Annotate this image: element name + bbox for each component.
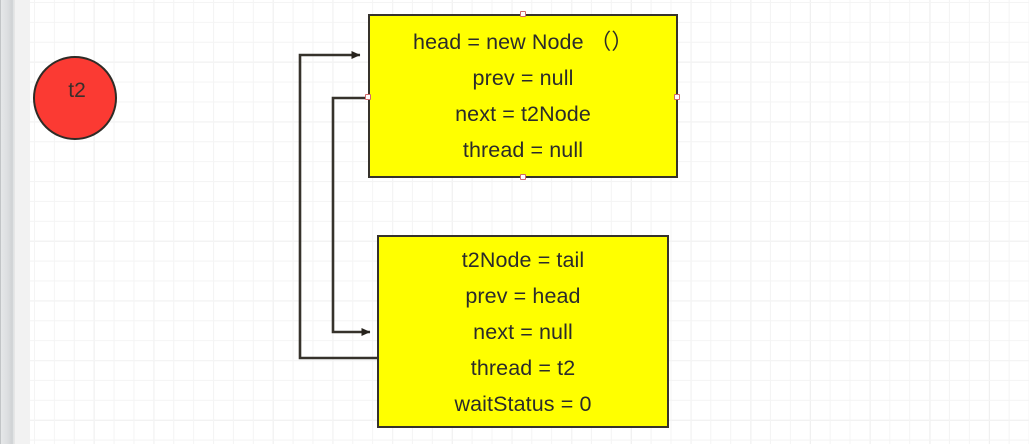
node-t2node-line-3: next = null: [473, 319, 573, 344]
node-head-line-1: head = new Node （）: [413, 30, 633, 54]
node-t2node-line-4: thread = t2: [470, 355, 576, 380]
node-head-handle-right[interactable]: [674, 94, 680, 100]
node-head-handle-bottom[interactable]: [520, 174, 526, 180]
vertical-ruler[interactable]: [0, 0, 14, 444]
node-head-line-3: next = t2Node: [455, 102, 591, 126]
ruler-edge-line: [0, 0, 1, 444]
left-gutter: [0, 0, 30, 444]
node-head-line-2: prev = null: [472, 66, 574, 90]
node-box-t2node[interactable]: t2Node = tail prev = head next = null th…: [377, 235, 669, 428]
node-head-handle-left[interactable]: [365, 94, 371, 100]
node-head-handle-top[interactable]: [520, 11, 526, 17]
node-t2node-line-1: t2Node = tail: [461, 247, 585, 272]
node-t2node-line-2: prev = head: [465, 283, 581, 308]
node-t2node-line-5: waitStatus = 0: [454, 391, 592, 416]
node-head-line-4: thread = null: [462, 138, 584, 162]
gutter-divider: [14, 0, 15, 444]
thread-circle-t2[interactable]: t2: [33, 56, 117, 140]
node-box-head[interactable]: head = new Node （） prev = null next = t2…: [368, 14, 678, 178]
thread-circle-label: t2: [68, 79, 86, 102]
